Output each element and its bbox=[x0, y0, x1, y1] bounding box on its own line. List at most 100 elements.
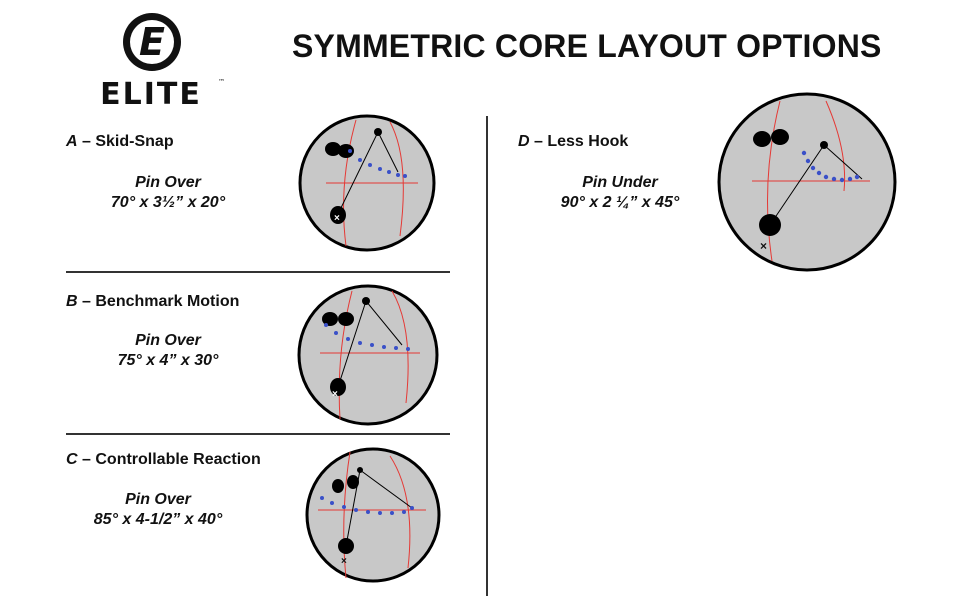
ball-diagram: × bbox=[717, 92, 897, 272]
track-dot bbox=[358, 158, 362, 162]
option-letter: C bbox=[66, 451, 78, 468]
vertical-axis-line bbox=[338, 290, 353, 420]
option-letter: D bbox=[518, 133, 530, 150]
track-dot bbox=[810, 165, 816, 171]
track-dot bbox=[847, 176, 853, 182]
track-dot bbox=[324, 323, 328, 327]
layout-values: 70° x 3½” x 20° bbox=[110, 194, 226, 211]
pin-position: Pin Over bbox=[125, 491, 191, 508]
finger-hole bbox=[347, 475, 359, 489]
track-dots bbox=[801, 150, 860, 183]
track-dot bbox=[805, 158, 811, 164]
layout-values: 90° x 2 ¼” x 45° bbox=[560, 194, 680, 211]
pin-marker bbox=[362, 297, 370, 305]
track-dot bbox=[816, 170, 822, 176]
thumb-hole bbox=[338, 538, 354, 554]
track-dot bbox=[358, 341, 362, 345]
option-title: B – Benchmark Motion bbox=[66, 293, 239, 311]
track-dot bbox=[854, 174, 860, 180]
axis-arc-line bbox=[389, 121, 404, 237]
thumb-hole bbox=[759, 214, 781, 236]
layout-spec: Pin Over 75° x 4” x 30° bbox=[83, 331, 253, 371]
track-dot bbox=[410, 506, 414, 510]
cg-marker: × bbox=[341, 556, 347, 567]
track-dot bbox=[823, 174, 829, 180]
option-title: D – Less Hook bbox=[518, 133, 628, 151]
layout-values: 85° x 4-1/2” x 40° bbox=[93, 511, 223, 528]
track-dot bbox=[378, 511, 382, 515]
finger-hole bbox=[325, 142, 341, 156]
track-dot bbox=[378, 167, 382, 171]
option-name: Skid-Snap bbox=[95, 133, 174, 150]
track-dot bbox=[402, 510, 406, 514]
option-letter: B bbox=[66, 293, 78, 310]
thumb-hole bbox=[330, 378, 346, 396]
cg-marker: × bbox=[332, 389, 338, 400]
track-dot bbox=[406, 347, 410, 351]
ball-diagram: × bbox=[297, 284, 439, 426]
pin-marker bbox=[820, 141, 828, 149]
layout-spec: Pin Over 70° x 3½” x 20° bbox=[83, 173, 253, 213]
track-dot bbox=[366, 510, 370, 514]
track-dot bbox=[403, 174, 407, 178]
track-dot bbox=[387, 170, 391, 174]
logo-emblem-letter: E bbox=[139, 20, 165, 64]
logo-trademark: ™ bbox=[218, 78, 225, 86]
thumb-hole bbox=[330, 206, 346, 224]
option-name: Benchmark Motion bbox=[95, 293, 240, 310]
option-title: C – Controllable Reaction bbox=[66, 451, 261, 469]
bowling-ball bbox=[305, 447, 441, 583]
pin-position: Pin Over bbox=[135, 174, 201, 191]
layout-values: 75° x 4” x 30° bbox=[117, 352, 219, 369]
option-name: Less Hook bbox=[547, 133, 629, 150]
pin-marker bbox=[374, 128, 382, 136]
option-name: Controllable Reaction bbox=[95, 451, 261, 468]
axis-arc-line bbox=[825, 100, 846, 192]
track-dots bbox=[324, 323, 410, 351]
layout-spec: Pin Under 90° x 2 ¼” x 45° bbox=[535, 173, 705, 213]
finger-hole bbox=[332, 479, 344, 493]
track-dot bbox=[396, 173, 400, 177]
ball-diagram: × bbox=[298, 114, 436, 252]
track-dot bbox=[348, 149, 352, 153]
track-dot bbox=[354, 508, 358, 512]
track-dot bbox=[330, 501, 334, 505]
pin-marker bbox=[357, 467, 363, 473]
track-dot bbox=[334, 331, 338, 335]
track-dot bbox=[839, 177, 845, 183]
bowling-ball bbox=[717, 92, 897, 272]
option-letter: A bbox=[66, 133, 78, 150]
track-dots bbox=[348, 149, 407, 178]
track-dot bbox=[394, 346, 398, 350]
track-dot bbox=[320, 496, 324, 500]
option-title: A – Skid-Snap bbox=[66, 133, 174, 151]
layout-spec: Pin Over 85° x 4-1/2” x 40° bbox=[73, 490, 243, 530]
vertical-axis-line bbox=[343, 451, 351, 579]
pin-position: Pin Under bbox=[582, 174, 658, 191]
logo-wordmark: ELITE bbox=[100, 77, 202, 108]
cg-marker: × bbox=[334, 213, 340, 224]
track-dot bbox=[368, 163, 372, 167]
finger-hole bbox=[771, 129, 789, 145]
axis-arc-line bbox=[391, 290, 409, 404]
option-separator: – bbox=[77, 133, 96, 150]
elite-logo: E ELITE ™ bbox=[100, 13, 225, 108]
track-dot bbox=[801, 150, 807, 156]
column-divider bbox=[486, 116, 488, 596]
cg-marker: × bbox=[760, 239, 767, 253]
finger-hole bbox=[338, 312, 354, 326]
track-dot bbox=[346, 337, 350, 341]
track-dot bbox=[831, 176, 837, 182]
option-separator: – bbox=[529, 133, 548, 150]
track-dot bbox=[390, 511, 394, 515]
section-divider bbox=[66, 271, 450, 273]
option-separator: – bbox=[77, 293, 96, 310]
ball-diagram: × bbox=[305, 447, 441, 583]
bowling-ball bbox=[297, 284, 439, 426]
track-dot bbox=[382, 345, 386, 349]
track-dots bbox=[320, 496, 414, 515]
page-title: SYMMETRIC CORE LAYOUT OPTIONS bbox=[292, 28, 882, 64]
pin-position: Pin Over bbox=[135, 332, 201, 349]
finger-hole bbox=[753, 131, 771, 147]
finger-hole bbox=[338, 144, 354, 158]
